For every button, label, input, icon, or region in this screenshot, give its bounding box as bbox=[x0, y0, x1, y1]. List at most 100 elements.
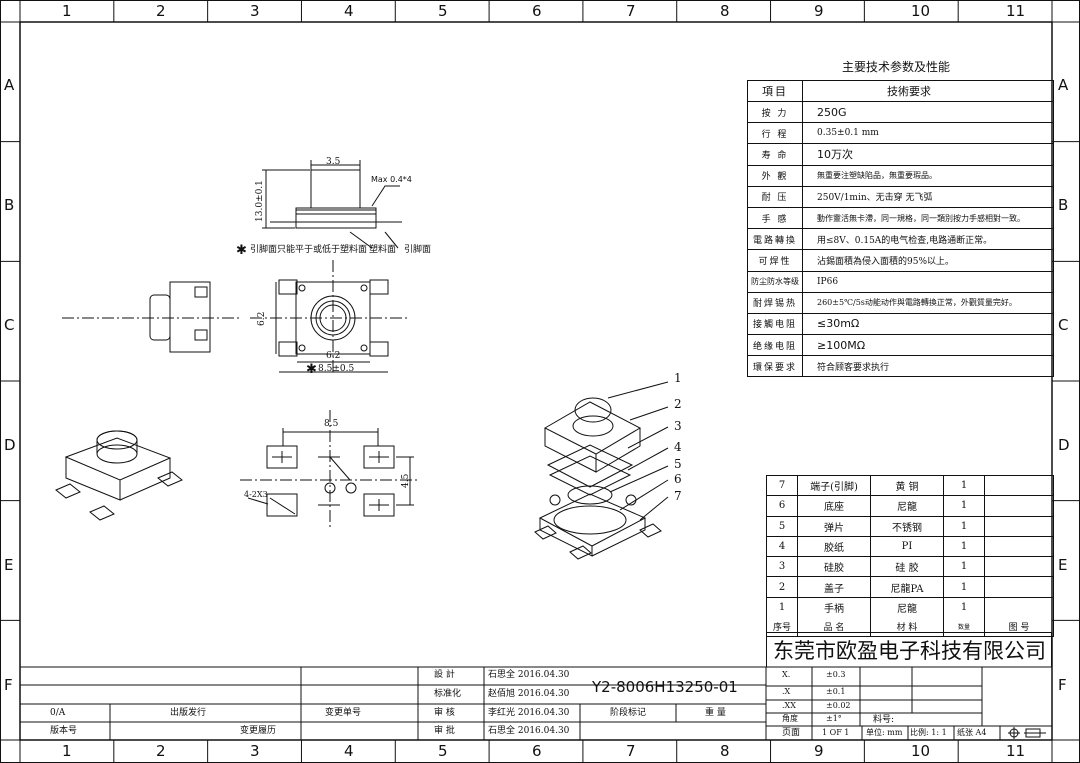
tb-version-header: 版本号 bbox=[50, 726, 78, 736]
spec-header: 項目 技術要求 bbox=[748, 81, 1053, 102]
note-pin-plane: 引脚面只能平于或低于塑料面 bbox=[250, 245, 368, 255]
dim-pad-height: 4.5 bbox=[401, 473, 411, 488]
bom-cell-name: 弹片 bbox=[798, 516, 871, 536]
bom-cell-name: 端子(引脚) bbox=[798, 476, 871, 496]
tb-page-header: 页面 bbox=[782, 728, 801, 738]
callout-3: 3 bbox=[674, 419, 682, 433]
callout-5: 5 bbox=[674, 457, 682, 471]
zone-col-10: 10 bbox=[911, 2, 931, 20]
zone-row-B: B bbox=[4, 196, 15, 214]
bom-cell-qty: 1 bbox=[944, 536, 985, 557]
zone-row-A: A bbox=[1058, 76, 1069, 94]
spec-value: 符合顾客要求执行 bbox=[817, 362, 890, 373]
zone-col-4: 4 bbox=[344, 2, 354, 20]
spec-key: 行 程 bbox=[748, 123, 803, 144]
bom-cell-name: 胶纸 bbox=[798, 536, 871, 557]
zone-col-7: 7 bbox=[626, 742, 636, 760]
bom-cell-dwg bbox=[985, 476, 1053, 495]
spec-value: 250V/1min、无击穿 无飞弧 bbox=[817, 193, 933, 204]
bom-cell-qty: 1 bbox=[944, 557, 985, 577]
bom-cell-no: 6 bbox=[767, 496, 798, 516]
tb-std-label: 标准化 bbox=[434, 689, 462, 699]
spec-value: 10万次 bbox=[817, 148, 853, 162]
bom-cell-name: 盖子 bbox=[798, 577, 871, 597]
bom-cell-dwg bbox=[985, 517, 1053, 536]
bom-cell-qty: 1 bbox=[944, 476, 985, 496]
tb-design-value: 石思全 2016.04.30 bbox=[488, 670, 570, 680]
tb-tol-value: ±0.02 bbox=[826, 701, 851, 710]
callout-4: 4 bbox=[674, 440, 682, 454]
spec-value: 260±5℃/5s动能动作與電路轉換正常，外觀質量完好。 bbox=[817, 298, 1017, 308]
star-mark-1: ✱ bbox=[236, 243, 247, 258]
spec-value: 250G bbox=[817, 105, 847, 119]
label-plastic-face: 塑料面 bbox=[369, 245, 397, 255]
top-view bbox=[262, 160, 402, 249]
zone-col-9: 9 bbox=[814, 742, 824, 760]
tb-tol-key: 角度 bbox=[782, 714, 798, 723]
star-mark-2: ✱ bbox=[306, 362, 317, 377]
spec-row: 可焊性沾錫面積為侵入面積的95%以上。 bbox=[748, 250, 1053, 272]
bom-header: 序号 品 名 材 料 数量 图 号 bbox=[767, 617, 1053, 637]
spec-key: 電路轉換 bbox=[748, 229, 803, 250]
tb-tol-key: .X bbox=[782, 687, 791, 696]
tb-tol-key: X. bbox=[782, 670, 791, 679]
tb-stage: 阶段标记 bbox=[610, 708, 647, 718]
zone-row-E: E bbox=[4, 556, 14, 574]
dim-pad-width: 8.5 bbox=[324, 419, 339, 429]
bom-cell-qty: 1 bbox=[944, 516, 985, 536]
tb-check-label: 审 核 bbox=[434, 708, 455, 718]
tb-page-value: 1 OF 1 bbox=[822, 728, 850, 737]
zone-row-D: D bbox=[4, 436, 16, 454]
tb-approve-value: 石思全 2016.04.30 bbox=[488, 726, 570, 736]
zone-row-C: C bbox=[4, 316, 15, 334]
zone-row-B: B bbox=[1058, 196, 1069, 214]
bom-cell-no: 5 bbox=[767, 516, 798, 536]
spec-value: 無重要注塑缺陷品，無重要瑕品。 bbox=[817, 171, 937, 181]
spec-value: 0.35±0.1 mm bbox=[817, 128, 879, 139]
zone-col-7: 7 bbox=[626, 2, 636, 20]
spec-key: 绝缘电阻 bbox=[748, 335, 803, 356]
side-view bbox=[62, 281, 240, 353]
zone-col-6: 6 bbox=[532, 742, 542, 760]
zone-col-9: 9 bbox=[814, 2, 824, 20]
bom-cell-dwg bbox=[985, 557, 1053, 576]
zone-col-5: 5 bbox=[438, 742, 448, 760]
bom-cell-name: 硅胶 bbox=[798, 557, 871, 577]
spec-row: 手 感動作靈活無卡滯，同一規格，同一類別按力手感相對一致。 bbox=[748, 207, 1053, 230]
spec-key: 寿 命 bbox=[748, 144, 803, 165]
tb-version-value: 0/A bbox=[50, 708, 66, 718]
spec-value: ≥100MΩ bbox=[817, 338, 866, 352]
tb-unit: 单位: mm bbox=[866, 728, 903, 737]
spec-key: 外 觀 bbox=[748, 165, 803, 186]
tb-tol-key: .XX bbox=[782, 701, 796, 710]
zone-col-6: 6 bbox=[532, 2, 542, 20]
dim-total: 8.5±0.5 bbox=[318, 364, 355, 374]
zone-col-3: 3 bbox=[250, 742, 260, 760]
tb-paper: 纸张 A4 bbox=[957, 728, 987, 737]
bom-cell-mat: 不锈钢 bbox=[871, 516, 944, 536]
bom-cell-mat: 硅 胶 bbox=[871, 557, 944, 577]
zone-col-11: 11 bbox=[1006, 742, 1026, 760]
zone-row-F: F bbox=[4, 676, 13, 694]
spec-key: 手 感 bbox=[748, 207, 803, 229]
zone-col-11: 11 bbox=[1006, 2, 1026, 20]
company-box: 东莞市欧盈电子科技有限公司 bbox=[766, 632, 1052, 667]
zone-col-4: 4 bbox=[344, 742, 354, 760]
bom-cell-dwg bbox=[985, 496, 1053, 515]
tb-scale: 比例: 1: 1 bbox=[910, 728, 947, 737]
callout-2: 2 bbox=[674, 397, 682, 411]
bom-h-dwg: 图 号 bbox=[1008, 623, 1030, 634]
spec-title: 主要技术参数及性能 bbox=[842, 60, 951, 74]
